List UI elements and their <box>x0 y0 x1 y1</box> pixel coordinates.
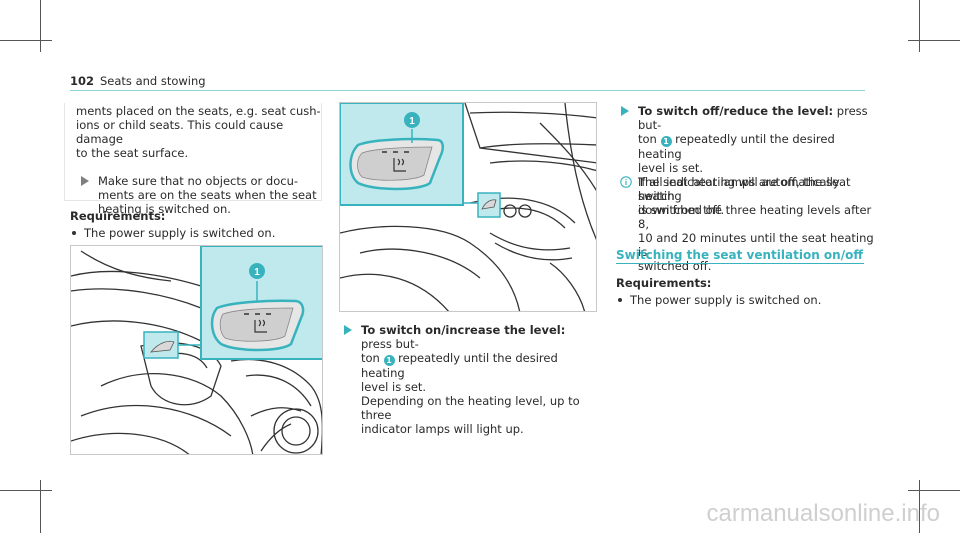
crop-mark <box>40 0 41 52</box>
crop-mark <box>0 490 52 491</box>
crop-mark <box>908 40 960 41</box>
step-heading: To switch off/reduce the level: <box>638 104 834 118</box>
watermark: carmanualsonline.info <box>706 500 940 527</box>
arrow-icon <box>344 325 352 335</box>
requirements-text: The power supply is switched on. <box>84 226 276 240</box>
hint-box <box>64 103 322 201</box>
info-text: The seat heating will automatically swit… <box>638 175 874 273</box>
requirements-block: Requirements: The power supply is switch… <box>616 276 866 307</box>
section-heading: Switching the seat ventilation on/off <box>616 248 864 262</box>
requirements-item: The power supply is switched on. <box>616 293 866 307</box>
step-text: repeatedly until the desired heating <box>361 351 558 380</box>
requirements-heading: Requirements: <box>616 276 712 290</box>
arrow-icon <box>81 176 89 186</box>
callout-marker: 1 <box>660 136 672 147</box>
crop-mark <box>919 0 920 52</box>
figure-door-interior: 1 <box>339 102 597 312</box>
step-text: ton <box>361 351 384 365</box>
arrow-icon <box>621 106 629 116</box>
callout-number: 1 <box>409 116 415 127</box>
step-text: ton <box>638 132 661 146</box>
requirements-block: Requirements: The power supply is switch… <box>70 209 320 240</box>
hint-text: Make sure that no objects or docu- ments… <box>98 174 317 216</box>
step-text: press but- <box>638 104 868 132</box>
step-text: level is set. Depending on the heating l… <box>361 380 580 436</box>
requirements-heading: Requirements: <box>70 209 166 223</box>
step-switch-off: To switch off/reduce the level: press bu… <box>616 104 878 217</box>
bullet-icon <box>72 231 76 235</box>
bullet-icon <box>618 298 622 302</box>
section-rule <box>616 263 864 264</box>
step-text: level is set. If all indicator lamps are… <box>638 161 851 217</box>
seat-heating-icon <box>393 158 406 172</box>
callout-marker <box>404 112 420 128</box>
crop-mark <box>919 480 920 533</box>
callout-number: 1 <box>254 267 260 278</box>
seat-heating-icon <box>254 319 267 333</box>
crop-mark <box>908 490 960 491</box>
step-switch-on: To switch on/increase the level: press b… <box>339 323 599 436</box>
crop-mark <box>40 480 41 533</box>
requirements-text: The power supply is switched on. <box>630 293 822 307</box>
door-panel-drawing: 1 <box>71 246 322 454</box>
page-number: 102 <box>70 74 95 88</box>
column-left: ments placed on the seats, e.g. seat cus… <box>76 104 321 216</box>
door-interior-drawing: 1 <box>340 103 596 311</box>
figure-door-panel: 1 <box>70 245 323 455</box>
intro-text: ments placed on the seats, e.g. seat cus… <box>76 104 321 160</box>
crop-mark <box>0 40 52 41</box>
info-icon <box>620 176 632 188</box>
header-rule <box>70 90 865 91</box>
step-heading: To switch on/increase the level: <box>361 323 566 337</box>
callout-marker: 1 <box>383 355 395 366</box>
info-note: The seat heating will automatically swit… <box>616 175 878 273</box>
section-name: Seats and stowing <box>100 74 206 88</box>
step-text: press but- <box>361 337 419 351</box>
requirements-item: The power supply is switched on. <box>70 226 320 240</box>
hint-item: Make sure that no objects or docu- ments… <box>76 174 321 216</box>
callout-marker <box>249 263 265 279</box>
step-text: repeatedly until the desired heating <box>638 132 835 161</box>
